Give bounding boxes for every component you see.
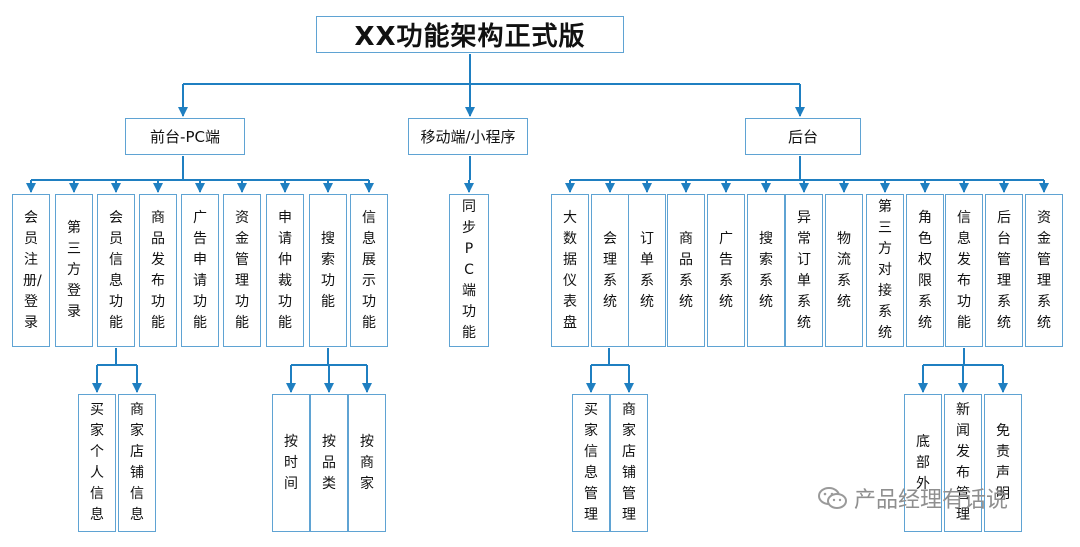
pc-member-sub-2: 商家店铺信息 xyxy=(118,394,156,532)
backend-info-sub-3: 免责声明 xyxy=(984,394,1022,532)
box-label: 申请仲裁功能 xyxy=(278,209,292,331)
backend-items-12: 后台管理系统 xyxy=(985,194,1023,347)
box-label: 订单系统 xyxy=(640,230,654,310)
pc-items-7: 申请仲裁功能 xyxy=(266,194,304,347)
box-label: 角色权限系统 xyxy=(918,209,932,331)
branch-backend: 后台 xyxy=(745,118,861,155)
watermark-text: 产品经理有话说 xyxy=(854,488,1009,513)
backend-items-3: 订单系统 xyxy=(628,194,666,347)
box-label: 广告系统 xyxy=(719,230,733,310)
box-label: 商家店铺管理 xyxy=(622,402,636,523)
pc-items-5: 广告申请功能 xyxy=(181,194,219,347)
box-label: 广告申请功能 xyxy=(193,209,207,331)
pc-search-sub-2: 按品类 xyxy=(310,394,348,532)
box-label: 按时间 xyxy=(284,433,298,492)
box-label: 买家个人信息 xyxy=(90,402,104,523)
pc-items-6: 资金管理功能 xyxy=(223,194,261,347)
branch-pc: 前台-PC端 xyxy=(125,118,245,155)
box-label: 免责声明 xyxy=(996,423,1010,502)
box-label: 商品发布功能 xyxy=(151,209,165,331)
box-label: 买家信息管理 xyxy=(584,402,598,523)
backend-items-7: 异常订单系统 xyxy=(785,194,823,347)
box-label: 后台管理系统 xyxy=(997,209,1011,331)
backend-items-11: 信息发布功能 xyxy=(945,194,983,347)
pc-items-1: 会员注册/登录 xyxy=(12,194,50,347)
backend-info-sub-2: 新闻发布管理 xyxy=(944,394,982,532)
backend-items-10: 角色权限系统 xyxy=(906,194,944,347)
pc-items-3: 会员信息功能 xyxy=(97,194,135,347)
backend-items-5: 广告系统 xyxy=(707,194,745,347)
box-label: 商品系统 xyxy=(679,230,693,310)
backend-items-8: 物流系统 xyxy=(825,194,863,347)
box-label: 同步PC端功能 xyxy=(462,199,476,341)
backend-member-sub-2: 商家店铺管理 xyxy=(610,394,648,532)
box-label: 商家店铺信息 xyxy=(130,402,144,523)
box-label: 大数据仪表盘 xyxy=(563,209,577,331)
backend-items-13: 资金管理系统 xyxy=(1025,194,1063,347)
backend-member-sub-1: 买家信息管理 xyxy=(572,394,610,532)
pc-search-sub-1: 按时间 xyxy=(272,394,310,532)
box-label: 按品类 xyxy=(322,433,336,492)
box-label: 底部外 xyxy=(916,433,930,492)
box-label: 新闻发布管理 xyxy=(956,402,970,523)
box-label: 会员信息功能 xyxy=(109,209,123,331)
box-label: 第三方登录 xyxy=(67,220,81,320)
pc-items-9: 信息展示功能 xyxy=(350,194,388,347)
pc-items-2: 第三方登录 xyxy=(55,194,93,347)
box-label: 会理系统 xyxy=(603,230,617,310)
backend-items-1: 大数据仪表盘 xyxy=(551,194,589,347)
branch-mobile: 移动端/小程序 xyxy=(408,118,528,155)
pc-items-8: 搜索功能 xyxy=(309,194,347,347)
box-label: 第三方对接系统 xyxy=(878,199,892,341)
backend-items-6: 搜索系统 xyxy=(747,194,785,347)
backend-items-4: 商品系统 xyxy=(667,194,705,347)
wechat-icon xyxy=(818,487,847,509)
box-label: 会员注册/登录 xyxy=(23,209,42,331)
box-label: 搜索功能 xyxy=(321,230,335,310)
pc-search-sub-3: 按商家 xyxy=(348,394,386,532)
box-label: 搜索系统 xyxy=(759,230,773,310)
box-label: 按商家 xyxy=(360,433,374,492)
mobile-items-1: 同步PC端功能 xyxy=(449,194,489,347)
pc-member-sub-1: 买家个人信息 xyxy=(78,394,116,532)
box-label: 资金管理系统 xyxy=(1037,209,1051,331)
watermark: 产品经理有话说 xyxy=(818,482,1008,514)
backend-items-9: 第三方对接系统 xyxy=(866,194,904,347)
box-label: 信息展示功能 xyxy=(362,209,376,331)
box-label: 异常订单系统 xyxy=(797,209,811,331)
backend-info-sub-1: 底部外 xyxy=(904,394,942,532)
backend-items-2: 会理系统 xyxy=(591,194,629,347)
box-label: 信息发布功能 xyxy=(957,209,971,331)
box-label: 物流系统 xyxy=(837,230,851,310)
pc-items-4: 商品发布功能 xyxy=(139,194,177,347)
title-box: XX功能架构正式版 xyxy=(316,16,624,53)
box-label: 资金管理功能 xyxy=(235,209,249,331)
